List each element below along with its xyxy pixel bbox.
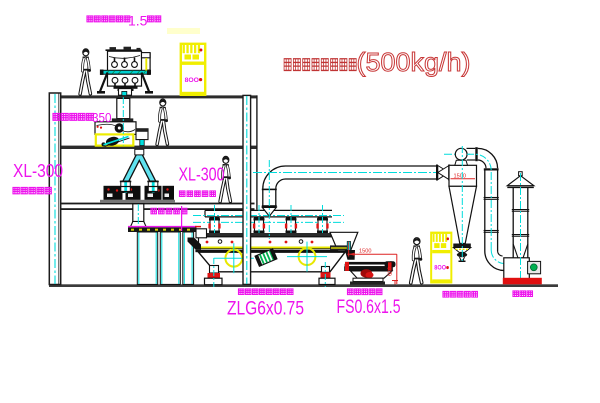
svg-text:XL-300: XL-300 <box>179 165 225 185</box>
svg-text:1.5: 1.5 <box>128 13 148 29</box>
svg-text:350: 350 <box>92 110 112 125</box>
svg-text:1500: 1500 <box>454 173 466 179</box>
svg-text:(500kg/h): (500kg/h) <box>357 47 471 77</box>
svg-text:XL-300: XL-300 <box>13 161 63 181</box>
svg-text:ZLG6x0.75: ZLG6x0.75 <box>227 299 304 320</box>
svg-text:FS0.6x1.5: FS0.6x1.5 <box>337 297 401 318</box>
svg-text:1500: 1500 <box>359 249 371 255</box>
svg-text:600: 600 <box>388 267 394 276</box>
